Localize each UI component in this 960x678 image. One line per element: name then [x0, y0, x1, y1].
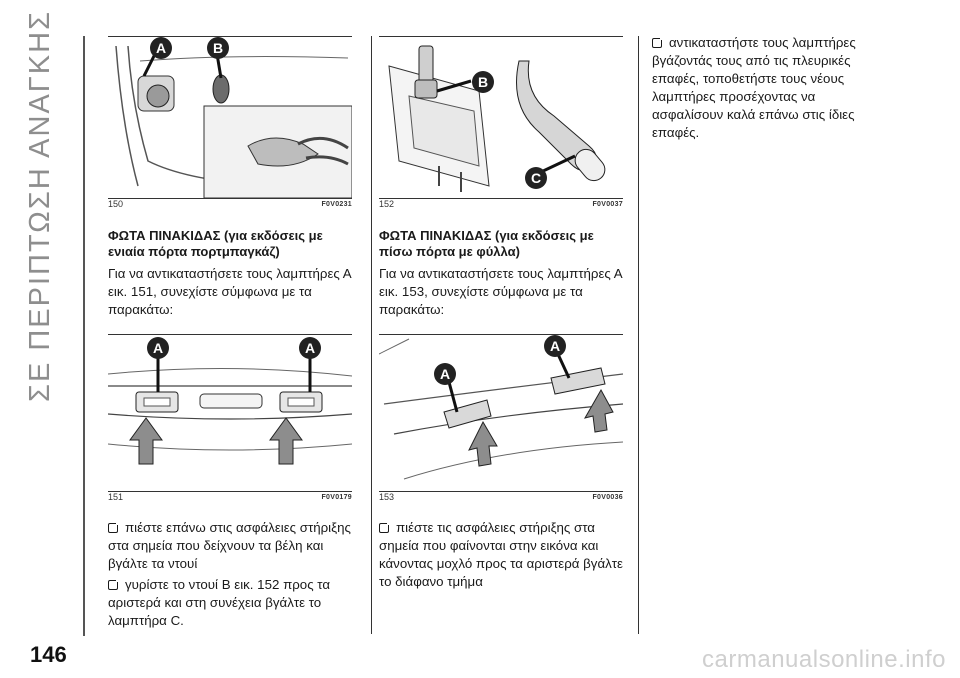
figure-number: 153 [379, 492, 395, 502]
figure-caption: 153 F0V0036 [379, 492, 623, 504]
callout-A: A [305, 340, 315, 356]
figure-151-drawing: A A [108, 334, 352, 492]
callout-A: A [440, 366, 450, 382]
callout-B: B [478, 74, 488, 90]
section-steps-continued: αντικαταστήστε τους λαμπτήρες βγάζοντάς … [652, 34, 882, 145]
figure-caption: 152 F0V0037 [379, 199, 623, 211]
checkbox-bullet-icon [108, 521, 120, 533]
figure-152: B C 152 F0V0037 [379, 36, 623, 209]
page-number: 146 [30, 642, 67, 667]
watermark: carmanualsonline.info [702, 646, 946, 673]
figure-150-drawing: A B [108, 36, 352, 199]
callout-C: C [531, 170, 541, 186]
figure-152-drawing: B C [379, 36, 623, 199]
figure-151: A A 151 F0V0179 [108, 334, 352, 502]
figure-caption: 150 F0V0231 [108, 199, 352, 211]
callout-A: A [153, 340, 163, 356]
figure-150: A B 150 F0V0231 [108, 36, 352, 209]
checkbox-bullet-icon [379, 521, 391, 533]
step-item: πιέστε επάνω στις ασφάλειες στήριξης στα… [108, 520, 351, 571]
figure-code: F0V0179 [321, 494, 352, 501]
callout-B: B [213, 40, 223, 56]
section-intro: Για να αντικαταστήσετε τους λαμπτήρες Α … [108, 266, 351, 317]
step-item: γυρίστε το ντουί Β εικ. 152 προς τα αρισ… [108, 577, 331, 628]
section-licence-light-single-door: ΦΩΤΑ ΠΙΝΑΚΙΔΑΣ (για εκδόσεις με ενιαία π… [108, 228, 354, 322]
figure-number: 151 [108, 492, 124, 502]
figure-number: 152 [379, 199, 395, 209]
figure-code: F0V0037 [592, 201, 623, 208]
figure-number: 150 [108, 199, 124, 209]
section-heading: ΦΩΤΑ ΠΙΝΑΚΙΔΑΣ (για εκδόσεις με ενιαία π… [108, 228, 323, 259]
callout-A: A [156, 40, 166, 56]
column-divider [371, 36, 372, 634]
step-item: πιέστε τις ασφάλειες στήριξης στα σημεία… [379, 520, 623, 589]
column-divider [638, 36, 639, 634]
figure-code: F0V0231 [321, 201, 352, 208]
chapter-rule [83, 36, 85, 636]
section-licence-light-double-door: ΦΩΤΑ ΠΙΝΑΚΙΔΑΣ (για εκδόσεις με πίσω πόρ… [379, 228, 625, 322]
callout-A: A [550, 338, 560, 354]
section-intro: Για να αντικαταστήσετε τους λαμπτήρες Α … [379, 266, 622, 317]
step-item: αντικαταστήστε τους λαμπτήρες βγάζοντάς … [652, 35, 856, 140]
figure-153-drawing: A A [379, 334, 623, 492]
checkbox-bullet-icon [652, 36, 664, 48]
figure-caption: 151 F0V0179 [108, 492, 352, 504]
figure-code: F0V0036 [592, 494, 623, 501]
section-steps: πιέστε τις ασφάλειες στήριξης στα σημεία… [379, 519, 625, 594]
section-heading: ΦΩΤΑ ΠΙΝΑΚΙΔΑΣ (για εκδόσεις με πίσω πόρ… [379, 228, 594, 259]
figure-153: A A 153 F0V0036 [379, 334, 623, 502]
checkbox-bullet-icon [108, 578, 120, 590]
section-steps: πιέστε επάνω στις ασφάλειες στήριξης στα… [108, 519, 354, 633]
chapter-title: ΣΕ ΠΕΡΙΠΤΩΣΗ ΑΝΑΓΚΗΣ [23, 10, 56, 402]
